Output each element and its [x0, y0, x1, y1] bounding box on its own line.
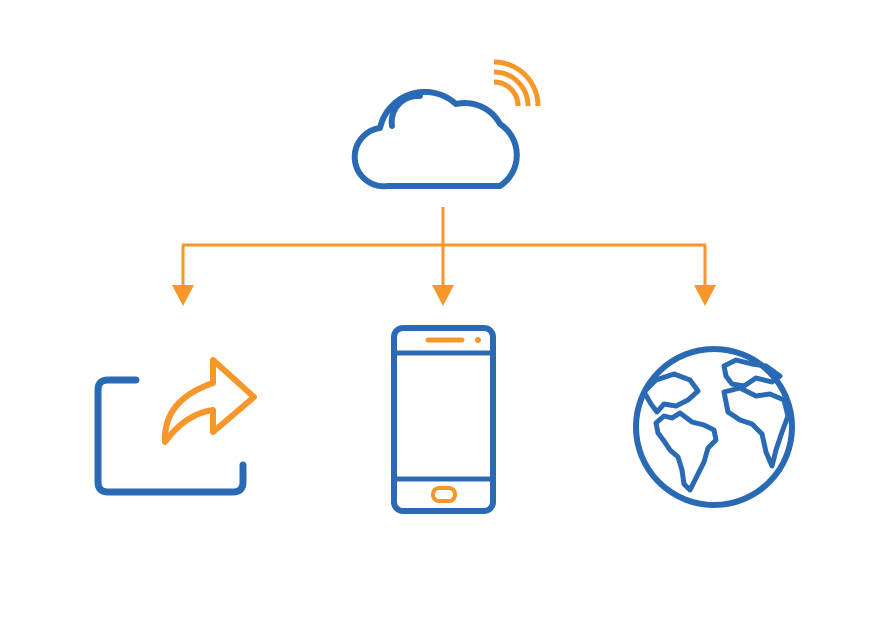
share-arrow	[161, 357, 257, 445]
signal-waves	[493, 59, 541, 107]
cloud-outline	[351, 88, 520, 190]
phone-camera	[475, 337, 481, 343]
arrowhead-left	[172, 285, 194, 306]
arrowhead-center	[432, 285, 454, 306]
phone-body	[391, 325, 496, 514]
smartphone-icon	[391, 325, 496, 514]
cloud-highlight-arc	[388, 92, 423, 129]
globe-continent-americas	[653, 410, 719, 493]
arrowhead-right	[694, 285, 716, 306]
cloud-wifi-icon	[351, 59, 541, 190]
globe-outline	[633, 346, 795, 508]
globe-continent-east	[721, 385, 791, 469]
globe-continent-eurasia	[721, 357, 783, 389]
share-icon	[94, 357, 257, 496]
connectors	[172, 207, 716, 306]
phone-home-button	[431, 486, 457, 503]
globe-icon	[633, 346, 795, 508]
globe-continent-north	[641, 371, 701, 415]
share-frame	[94, 376, 247, 496]
